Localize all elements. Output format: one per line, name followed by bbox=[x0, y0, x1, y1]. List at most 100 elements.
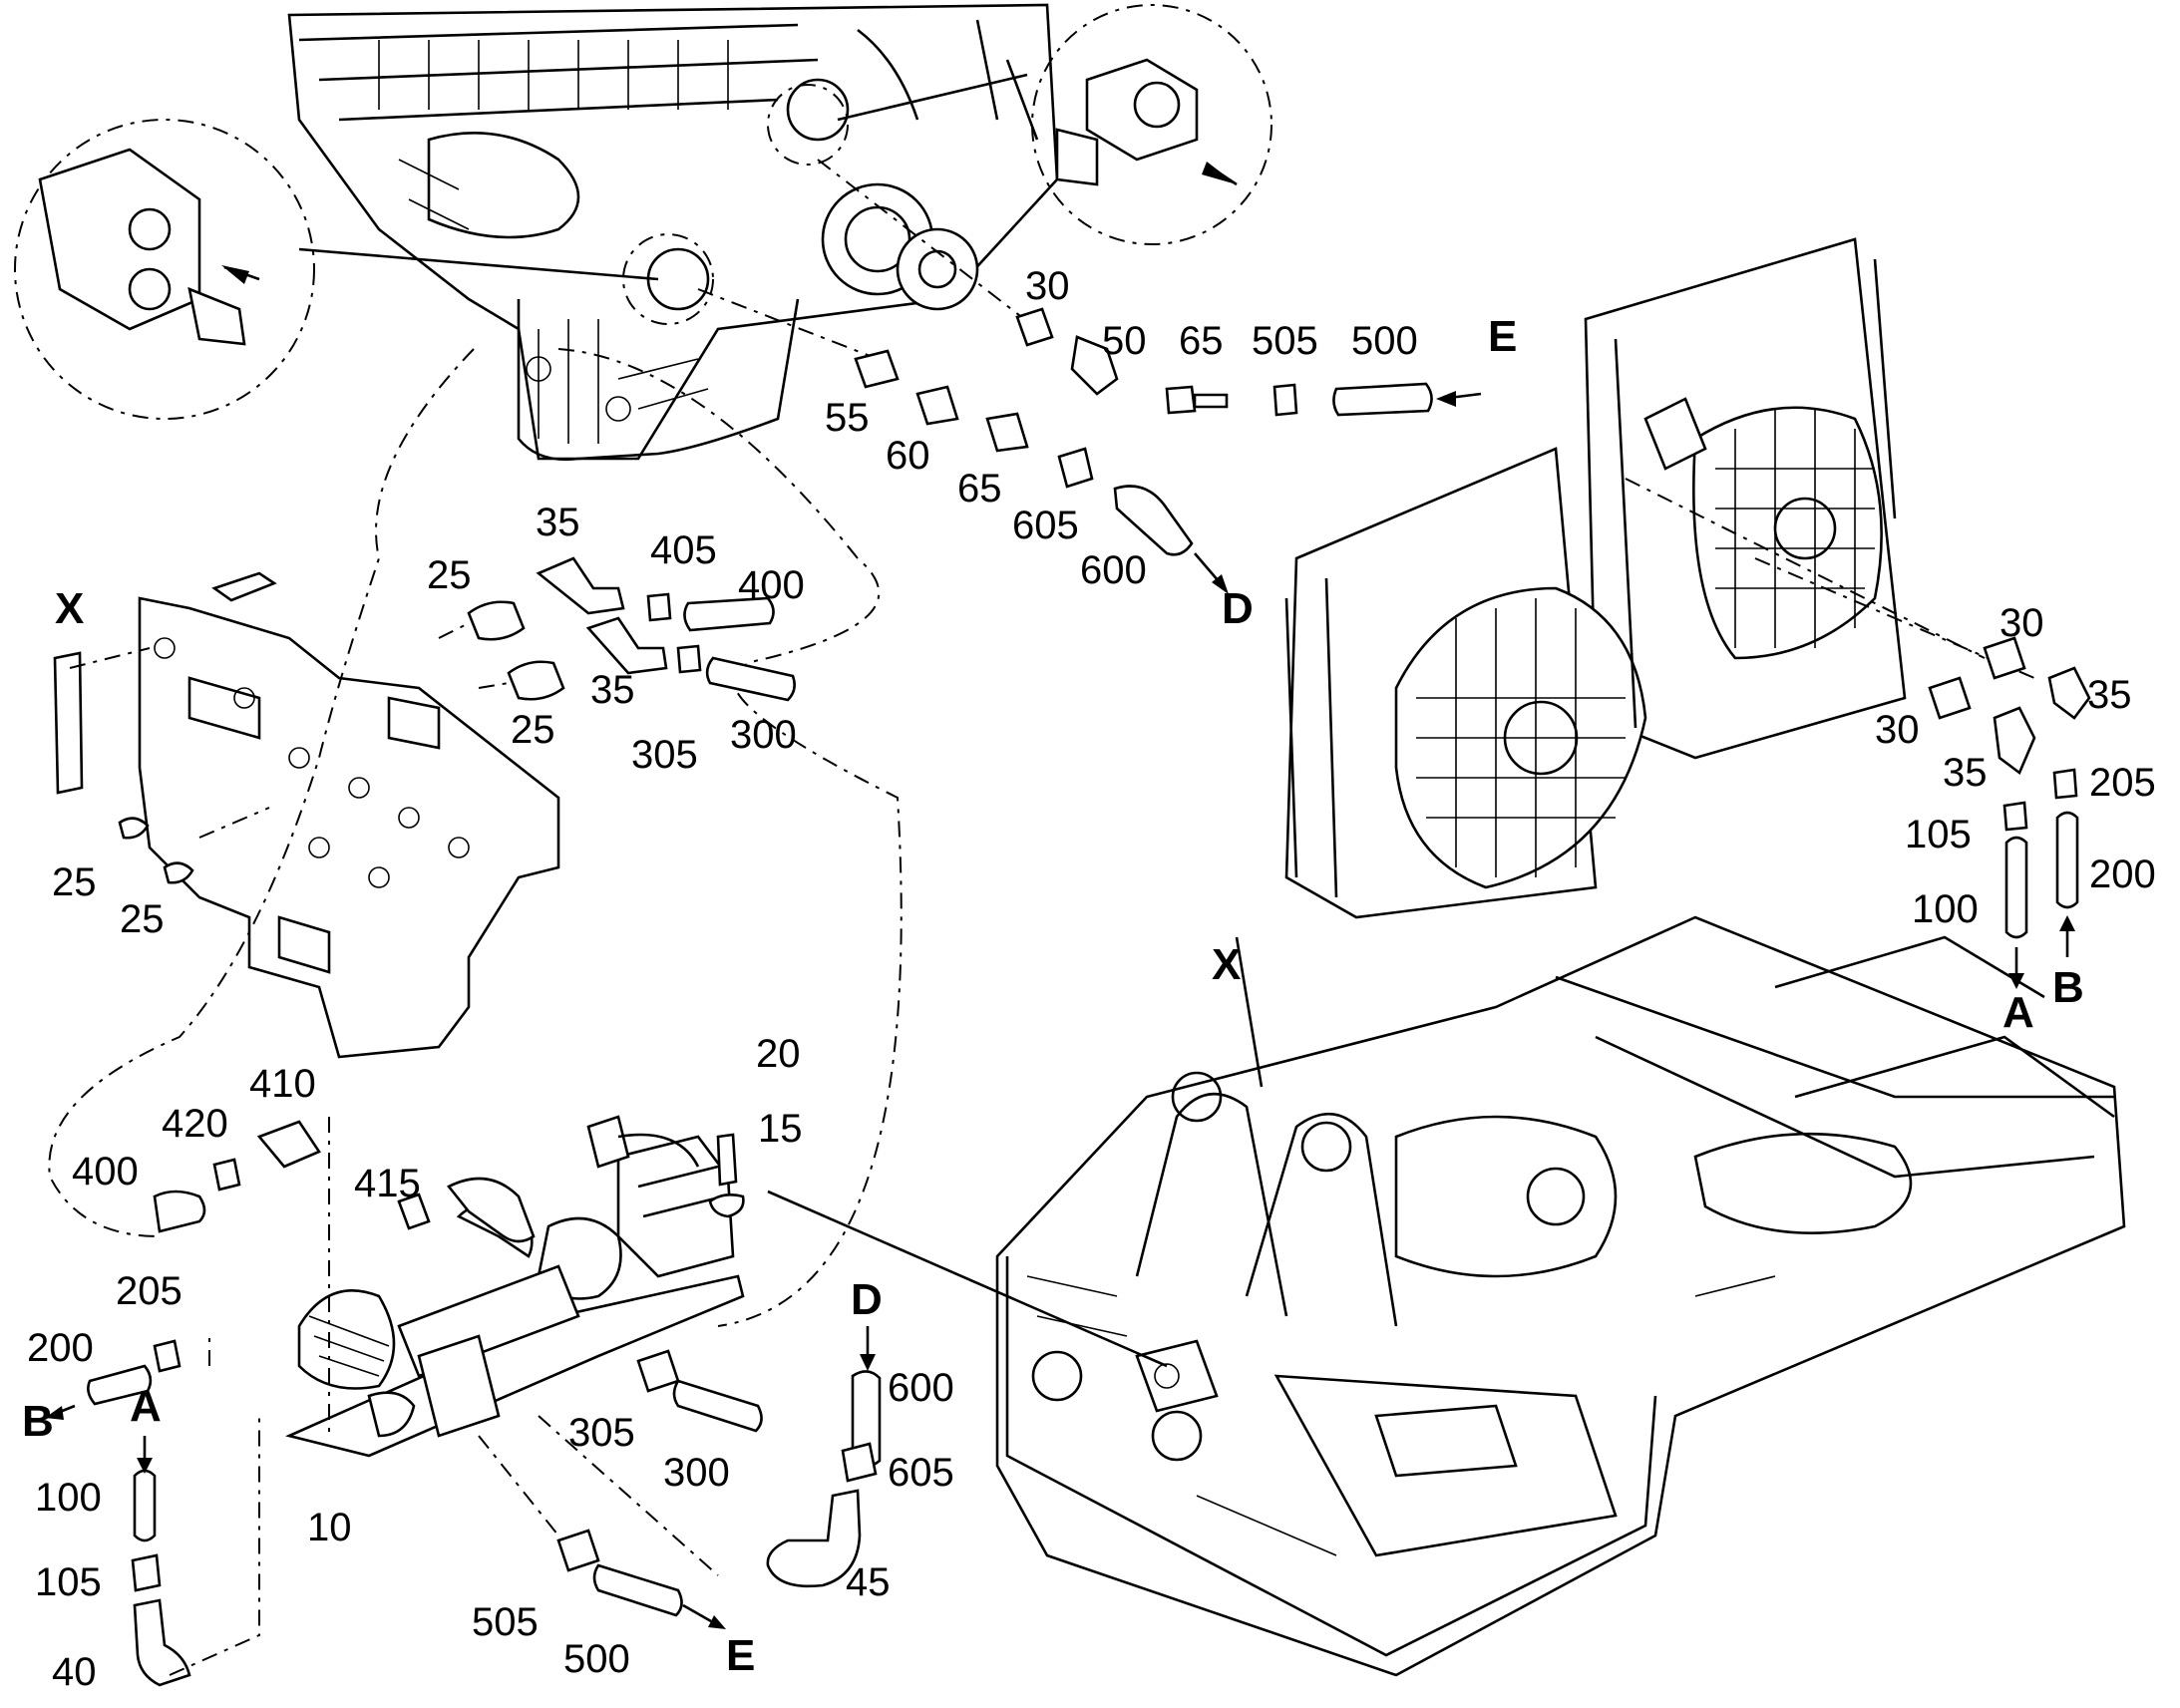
fitting-25-upper bbox=[467, 600, 526, 641]
callout-415: 415 bbox=[354, 1162, 421, 1205]
callout-35: 35 bbox=[536, 501, 580, 544]
hose-300-low bbox=[672, 1379, 763, 1433]
pump-assembly bbox=[45, 1115, 1168, 1687]
radiator-assembly bbox=[1284, 237, 1907, 919]
callout-105: 105 bbox=[35, 1560, 102, 1604]
fitting-25-lower bbox=[507, 660, 565, 701]
elbow-35-upper bbox=[536, 556, 625, 615]
nut-25-b bbox=[163, 861, 194, 884]
callout-305: 305 bbox=[631, 733, 698, 777]
fitting-30-top bbox=[1015, 307, 1054, 347]
engine-assembly bbox=[287, 3, 1059, 462]
fitting-60 bbox=[915, 385, 959, 426]
elbow-45 bbox=[766, 1489, 862, 1588]
hose-100-low bbox=[133, 1469, 157, 1542]
callout-205: 205 bbox=[116, 1269, 182, 1313]
mount-plate bbox=[53, 571, 560, 1059]
detail-circle-right bbox=[767, 4, 1272, 245]
hose-600-top bbox=[1113, 485, 1194, 556]
callout-410: 410 bbox=[249, 1062, 316, 1106]
bolt-20 bbox=[716, 1133, 738, 1187]
hose-300-upper bbox=[705, 656, 796, 702]
callout-25: 25 bbox=[427, 553, 472, 597]
callout-505: 505 bbox=[1252, 319, 1318, 363]
callout-25: 25 bbox=[511, 708, 555, 752]
callout-60: 60 bbox=[886, 434, 930, 478]
right-fitting-chain bbox=[1625, 478, 2091, 989]
flow-marker-e: E bbox=[726, 1631, 755, 1680]
hose-100-r bbox=[2004, 836, 2028, 939]
clamp-405 bbox=[646, 592, 672, 622]
callout-400: 400 bbox=[738, 563, 805, 607]
hose-500-low bbox=[592, 1563, 683, 1617]
flow-marker-b: B bbox=[22, 1397, 54, 1446]
flow-marker-b: B bbox=[2052, 963, 2084, 1012]
callout-25: 25 bbox=[120, 897, 165, 941]
callout-600: 600 bbox=[1080, 548, 1147, 592]
callout-40: 40 bbox=[52, 1650, 97, 1694]
leader-to-frame bbox=[767, 1190, 1168, 1368]
callout-300: 300 bbox=[663, 1451, 730, 1495]
elbow-35-lower bbox=[585, 616, 668, 675]
detail-circle-left bbox=[14, 119, 714, 420]
clamp-415 bbox=[397, 1193, 431, 1230]
hose-200-low bbox=[87, 1364, 153, 1406]
callout-25: 25 bbox=[52, 860, 97, 904]
callout-605: 605 bbox=[1012, 504, 1079, 547]
nut-25-a bbox=[118, 817, 150, 840]
clamp-305-low bbox=[636, 1349, 680, 1393]
clamp-505-top bbox=[1272, 383, 1298, 417]
callout-105: 105 bbox=[1905, 813, 1972, 856]
callout-30: 30 bbox=[1999, 601, 2044, 645]
callout-400: 400 bbox=[72, 1150, 139, 1194]
callout-65: 65 bbox=[1179, 319, 1224, 363]
callout-35: 35 bbox=[1943, 751, 1988, 795]
hose-200-r bbox=[2055, 811, 2079, 909]
callout-505: 505 bbox=[472, 1600, 539, 1644]
pump-mount-on-frame bbox=[1135, 1339, 1219, 1413]
hose-400-lower bbox=[153, 1190, 206, 1233]
fitting-65-top bbox=[1165, 385, 1229, 415]
callout-55: 55 bbox=[825, 396, 870, 440]
label-x-right: X bbox=[1212, 940, 1241, 989]
flow-marker-d: D bbox=[1222, 584, 1254, 633]
callout-20: 20 bbox=[756, 1032, 801, 1076]
fitting-30-r2 bbox=[1928, 676, 1972, 720]
clamp-605-low bbox=[841, 1442, 878, 1483]
callout-100: 100 bbox=[35, 1476, 102, 1520]
callout-500: 500 bbox=[563, 1637, 630, 1681]
callout-500: 500 bbox=[1351, 319, 1418, 363]
clamp-305-upper bbox=[676, 644, 702, 674]
hose-415 bbox=[446, 1177, 536, 1243]
callout-405: 405 bbox=[650, 528, 717, 572]
upper-fitting-chain bbox=[697, 159, 1482, 594]
fitting-30-r1 bbox=[1983, 636, 2026, 680]
elbow-35-r1 bbox=[2047, 666, 2091, 720]
flow-marker-e: E bbox=[1488, 312, 1517, 361]
callout-600: 600 bbox=[888, 1366, 954, 1410]
callout-100: 100 bbox=[1912, 887, 1979, 931]
callout-200: 200 bbox=[2089, 853, 2156, 896]
clamp-605-top bbox=[1057, 447, 1094, 489]
fitting-65-low bbox=[985, 412, 1029, 453]
callout-15: 15 bbox=[758, 1107, 803, 1151]
callout-300: 300 bbox=[730, 713, 797, 757]
chassis-frame bbox=[995, 915, 2126, 1677]
screw-top bbox=[211, 571, 277, 602]
flow-marker-a: A bbox=[2002, 988, 2034, 1037]
label-x-left: X bbox=[55, 584, 84, 633]
callout-30: 30 bbox=[1025, 264, 1070, 308]
callout-10: 10 bbox=[307, 1506, 352, 1549]
callout-35: 35 bbox=[2087, 673, 2132, 717]
flow-marker-d: D bbox=[851, 1275, 883, 1324]
upper-left-fittings bbox=[48, 348, 903, 1327]
fitting-55 bbox=[854, 349, 900, 389]
elbow-50 bbox=[1070, 335, 1119, 396]
flow-markers: A A B B D D E E bbox=[22, 312, 2084, 1680]
clamp-420 bbox=[212, 1158, 241, 1192]
x-leader bbox=[1235, 936, 1264, 1088]
clamp-205-r bbox=[2052, 768, 2078, 800]
washer-15 bbox=[708, 1194, 745, 1218]
